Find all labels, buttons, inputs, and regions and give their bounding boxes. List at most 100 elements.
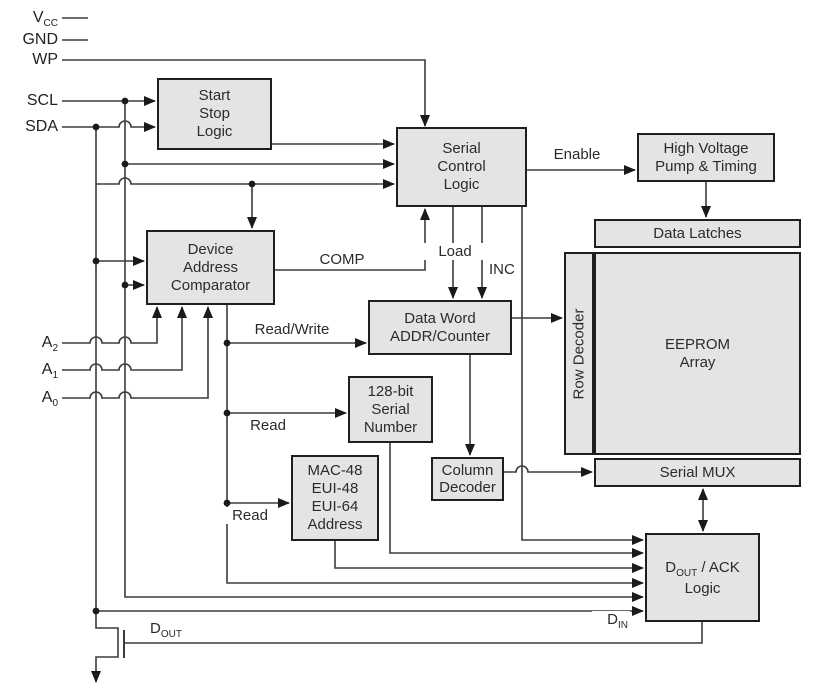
block-label-line: Serial — [371, 400, 410, 418]
block-label-line: Comparator — [170, 276, 251, 294]
pin-label-sda: SDA — [0, 118, 58, 136]
block-dout-ack-logic: DOUT / ACK Logic — [645, 533, 760, 622]
signal-label-read-serial: Read — [240, 417, 296, 434]
block-label-line: MAC-48 — [307, 462, 363, 479]
junction-dot — [121, 97, 129, 105]
junction-dot — [248, 180, 256, 188]
block-label-line: Column — [441, 462, 494, 479]
pin-text: SCL — [26, 92, 58, 109]
signal-label-inc: INC — [487, 261, 517, 278]
block-label-line: 128-bit — [367, 382, 414, 400]
pin-label-a0: A0 — [0, 389, 58, 410]
pin-subscript: 1 — [52, 370, 58, 382]
block-label-line: Data Latches — [653, 224, 742, 242]
wire-mosfet-channel — [91, 611, 119, 683]
block-column-decoder: Column Decoder — [431, 457, 504, 501]
block-label-line: Stop — [199, 105, 230, 122]
junction-dot — [223, 409, 231, 417]
wire-serialnumber-to-doutack — [389, 443, 644, 558]
pin-text: A — [41, 389, 53, 406]
wire-columndecoder-to-serialmux — [504, 465, 593, 477]
pin-label-scl: SCL — [0, 92, 58, 110]
wire-dout — [125, 622, 703, 644]
junction-dot — [223, 499, 231, 507]
pin-label-gnd: GND — [0, 31, 58, 49]
junction-dot — [121, 281, 129, 289]
block-data-latches: Data Latches — [594, 219, 801, 248]
block-label-text: / ACK — [697, 558, 740, 576]
block-label-line: Device — [187, 240, 234, 258]
block-128bit-serial-number: 128-bit Serial Number — [348, 376, 433, 443]
block-label-line: Decoder — [439, 479, 496, 496]
block-label-line: Control — [437, 158, 486, 175]
block-device-address-comparator: Device Address Comparator — [146, 230, 275, 305]
signal-text: D — [150, 620, 161, 637]
signal-label-read-write: Read/Write — [240, 321, 344, 338]
wire-sda-branch-to-serialcontrol — [96, 177, 395, 189]
wire-a1 — [62, 306, 187, 371]
wire-sda-to-startstop — [62, 120, 156, 132]
block-label-line: Logic — [443, 176, 480, 193]
block-data-word-addr-counter: Data Word ADDR/Counter — [368, 300, 512, 355]
block-label-line: Serial MUX — [659, 463, 736, 481]
signal-subscript: IN — [618, 620, 628, 631]
block-label-line: EUI-64 — [311, 498, 359, 515]
block-serial-mux: Serial MUX — [594, 458, 801, 487]
wire-a2 — [62, 306, 162, 344]
junction-dots — [92, 97, 256, 615]
block-mac-eui-address: MAC-48 EUI-48 EUI-64 Address — [291, 455, 379, 541]
signal-label-comp: COMP — [300, 251, 384, 268]
pin-text: A — [41, 361, 53, 378]
block-label-line: EEPROM — [664, 335, 730, 353]
pin-label-a2: A2 — [0, 334, 58, 355]
wire-mac-to-doutack — [334, 541, 644, 573]
block-label-line: Address — [182, 258, 239, 276]
signal-label-dout: DOUT — [148, 620, 184, 640]
wire-scl-vertical-to-doutack — [124, 101, 644, 602]
junction-dot — [121, 160, 129, 168]
block-label-line: ADDR/Counter — [389, 327, 491, 345]
block-label-line: Logic — [196, 123, 233, 140]
pin-text: V — [32, 9, 44, 26]
block-label-line: Data Word — [404, 309, 476, 327]
signal-label-enable: Enable — [536, 146, 618, 163]
signal-label-read-mac: Read — [222, 507, 278, 524]
pin-label-vcc: VCC — [0, 9, 58, 30]
wire-comp — [275, 208, 430, 271]
pin-subscript: CC — [43, 18, 58, 30]
block-label-text: D — [665, 558, 677, 576]
pin-text: SDA — [25, 118, 58, 135]
signal-label-load: Load — [424, 243, 486, 260]
pin-label-a1: A1 — [0, 361, 58, 382]
block-label-line: Pump & Timing — [655, 157, 757, 175]
block-label-line: High Voltage — [663, 139, 749, 157]
pin-label-wp: WP — [0, 51, 58, 69]
signal-subscript: OUT — [160, 629, 182, 640]
block-serial-control-logic: Serial Control Logic — [396, 127, 527, 207]
pin-subscript: 0 — [52, 398, 58, 410]
block-label-line: EUI-48 — [311, 480, 359, 497]
signal-text: D — [607, 611, 618, 628]
junction-dot — [92, 257, 100, 265]
block-label-subscript: OUT — [676, 567, 698, 579]
block-label-line: Serial — [442, 140, 481, 157]
junction-dot — [92, 123, 100, 131]
block-label-line: DOUT / ACK — [665, 557, 740, 579]
signal-label-din: DIN — [592, 611, 630, 631]
pin-text: GND — [22, 31, 58, 48]
wire-comparator-down-to-doutack — [226, 305, 644, 588]
pin-text: A — [41, 334, 53, 351]
block-high-voltage-pump-timing: High Voltage Pump & Timing — [637, 133, 775, 182]
wire-a0 — [62, 306, 213, 399]
block-label-line: Array — [679, 353, 716, 371]
pin-subscript: 2 — [52, 343, 58, 355]
block-eeprom-array: EEPROM Array — [594, 252, 801, 455]
block-label-line: Number — [363, 418, 418, 436]
block-label-line: Row Decoder — [570, 308, 587, 399]
block-start-stop-logic: Start Stop Logic — [157, 78, 272, 150]
block-label-line: Address — [307, 516, 363, 533]
junction-dot — [223, 339, 231, 347]
wire-wp — [62, 59, 430, 127]
